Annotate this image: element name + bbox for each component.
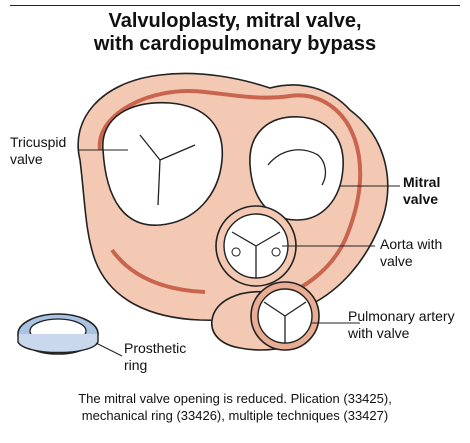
label-tricuspid-line-2: valve [10,151,66,168]
ring-leader [96,343,122,356]
caption-line-1: The mitral valve opening is reduced. Pli… [0,390,470,407]
label-pulmonary-line-1: Pulmonary artery [348,308,455,325]
label-pulmonary-line-2: with valve [348,325,455,342]
caption-line-2: mechanical ring (33426), multiple techni… [0,407,470,424]
mitral-valve [250,117,343,220]
label-prosthetic-ring: Prosthetic ring [124,340,186,374]
figure-caption: The mitral valve opening is reduced. Pli… [0,390,470,424]
label-mitral-line-1: Mitral [403,174,440,191]
label-ring-line-2: ring [124,357,186,374]
label-mitral-line-2: valve [403,191,440,208]
label-mitral-valve: Mitral valve [403,174,440,208]
label-tricuspid-line-1: Tricuspid [10,134,66,151]
label-ring-line-1: Prosthetic [124,340,186,357]
label-aorta-line-2: valve [380,253,442,270]
label-pulmonary-artery: Pulmonary artery with valve [348,308,455,342]
label-tricuspid-valve: Tricuspid valve [10,134,66,168]
prosthetic-ring-edge [18,334,98,353]
label-aorta: Aorta with valve [380,236,442,270]
label-aorta-line-1: Aorta with [380,236,442,253]
